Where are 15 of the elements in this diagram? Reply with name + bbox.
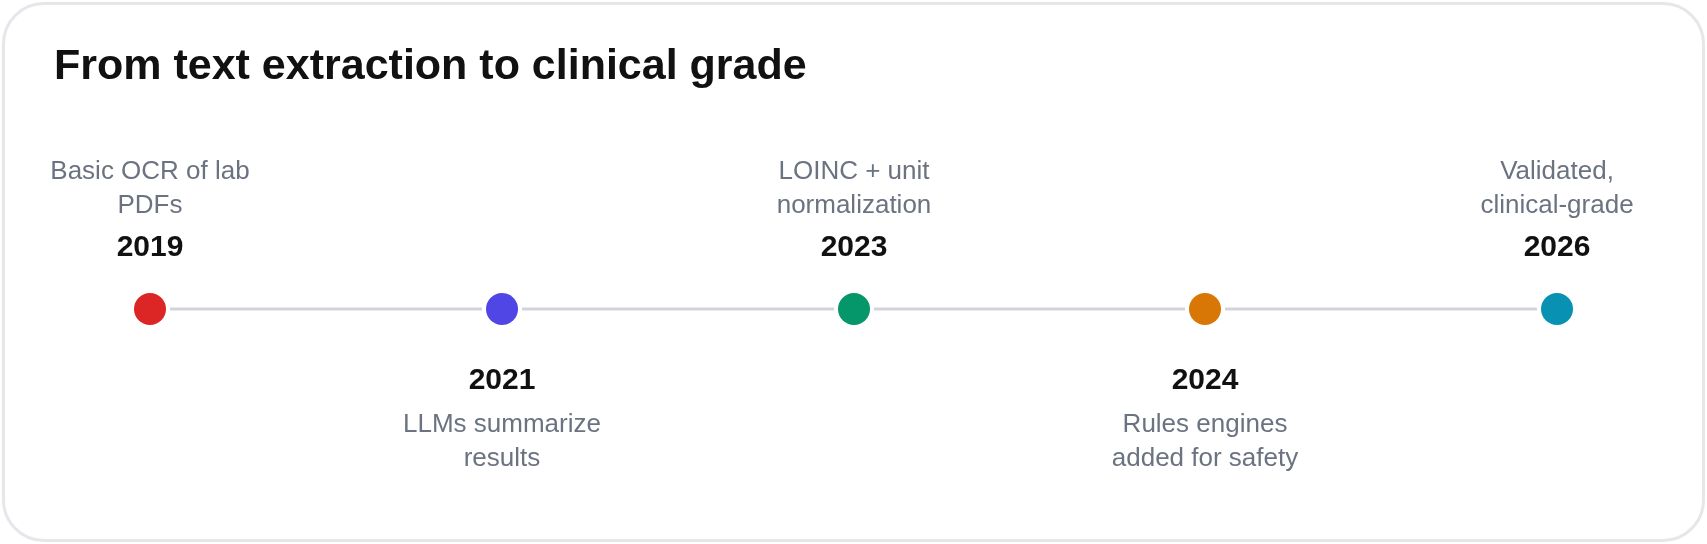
connector-line [1225, 307, 1537, 311]
milestone-text: Validated, clinical-grade [1480, 155, 1634, 219]
connector-line [522, 307, 834, 311]
milestone-text: Rules engines added for safety [1111, 408, 1299, 472]
milestone-text: Basic OCR of lab PDFs [50, 155, 250, 219]
connector-line [170, 307, 482, 311]
year-label: 2019 [116, 229, 184, 262]
year-label: 2023 [820, 229, 888, 262]
year-label: 2024 [1171, 362, 1239, 395]
year-label: 2026 [1523, 229, 1591, 262]
connector-line [874, 307, 1185, 311]
year-label: 2021 [468, 362, 536, 395]
title: From text extraction to clinical grade [54, 39, 807, 90]
milestone-text: LLMs summarize results [403, 408, 601, 472]
milestone-text: LOINC + unit normalization [776, 155, 932, 219]
